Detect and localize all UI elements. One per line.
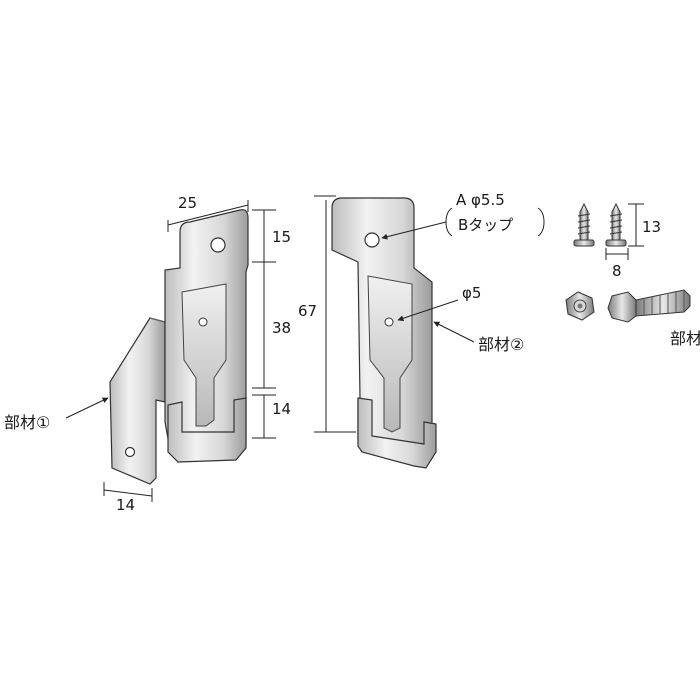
screw-length-13: 13 (642, 218, 661, 236)
part2-top-hole (364, 232, 380, 248)
screw-head-icon (573, 239, 595, 247)
dim-top-15: 15 (272, 228, 291, 246)
part1-side-hole (124, 446, 136, 458)
screw-head-icon (605, 239, 627, 247)
part1-panel-hole (198, 317, 208, 327)
screw-pair-side-view (573, 202, 627, 247)
screw-dimensions (605, 203, 644, 260)
part1-dimensions (103, 200, 276, 502)
screw-end-view (565, 291, 595, 321)
dim-mid-38: 38 (272, 319, 291, 337)
hole-small-label: φ5 (462, 284, 481, 302)
part2-dimensions (314, 195, 356, 433)
dim-base-14: 14 (116, 496, 135, 514)
part2-label: 部材② (478, 335, 524, 354)
part1-top-hole (210, 237, 226, 253)
screw-width-8: 8 (612, 262, 622, 280)
screw-part-label: 部材 (670, 329, 700, 348)
hole-callouts (381, 207, 545, 343)
hole-a-label: A φ5.5 (456, 191, 505, 209)
part2-panel-hole (384, 317, 394, 327)
dim-width-line (167, 204, 249, 226)
part1-label: 部材① (4, 413, 50, 432)
part1-bracket (109, 209, 249, 485)
dim-height-67: 67 (298, 302, 317, 320)
dim-width-25: 25 (178, 194, 197, 212)
dim-bottom-14: 14 (272, 400, 291, 418)
part2-bracket (331, 197, 437, 469)
part1-label-arrow (65, 397, 109, 419)
screw-long-side-view (607, 289, 691, 323)
hole-b-label: Bタップ (458, 216, 513, 234)
